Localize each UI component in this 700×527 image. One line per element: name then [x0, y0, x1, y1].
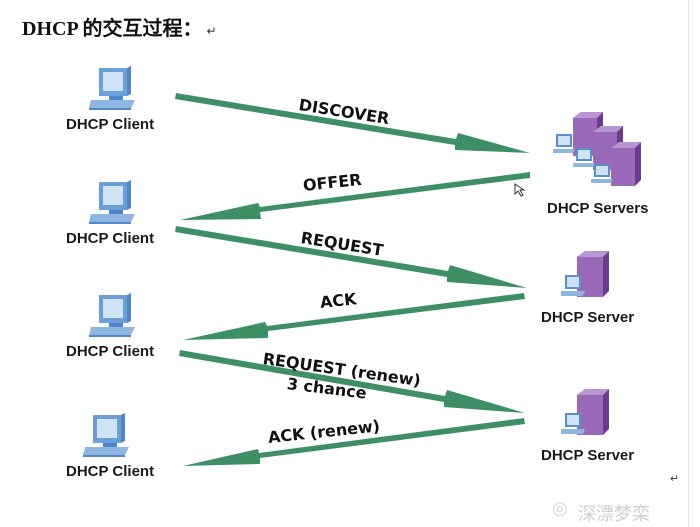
arrow-discover — [175, 93, 530, 153]
paragraph-end-mark: ↵ — [670, 473, 680, 485]
client-label: DHCP Client — [66, 343, 155, 360]
server-cluster-label: DHCP Servers — [547, 200, 649, 217]
server-label: DHCP Server — [541, 309, 635, 326]
server-icon — [561, 389, 609, 435]
client-computer-icon — [89, 180, 135, 224]
weibo-logo-icon: ◎ — [552, 498, 568, 518]
server-icon — [561, 251, 609, 297]
right-border-line — [688, 0, 689, 527]
arrow-request — [175, 226, 527, 288]
arrow-offer — [180, 172, 530, 220]
server-label: DHCP Server — [541, 447, 635, 464]
paragraph-mark: ↵ — [206, 24, 217, 38]
client-computer-icon — [89, 293, 135, 337]
server-cluster-icon — [553, 112, 641, 186]
client-label: DHCP Client — [66, 463, 155, 480]
client-computer-icon — [83, 413, 129, 457]
arrow-request-renew — [179, 350, 525, 413]
client-label: DHCP Client — [66, 116, 155, 133]
title-text: DHCP 的交互过程： — [22, 18, 203, 40]
client-label: DHCP Client — [66, 230, 155, 247]
arrow-ack — [183, 293, 525, 340]
watermark-text: 深漂梦栾 — [578, 504, 650, 525]
mouse-cursor-icon — [514, 183, 526, 197]
arrow-ack-renew — [183, 418, 525, 466]
page-title: DHCP 的交互过程：↵ — [22, 12, 217, 41]
client-computer-icon — [89, 66, 135, 110]
msg-ack-label: ACK — [319, 289, 358, 312]
